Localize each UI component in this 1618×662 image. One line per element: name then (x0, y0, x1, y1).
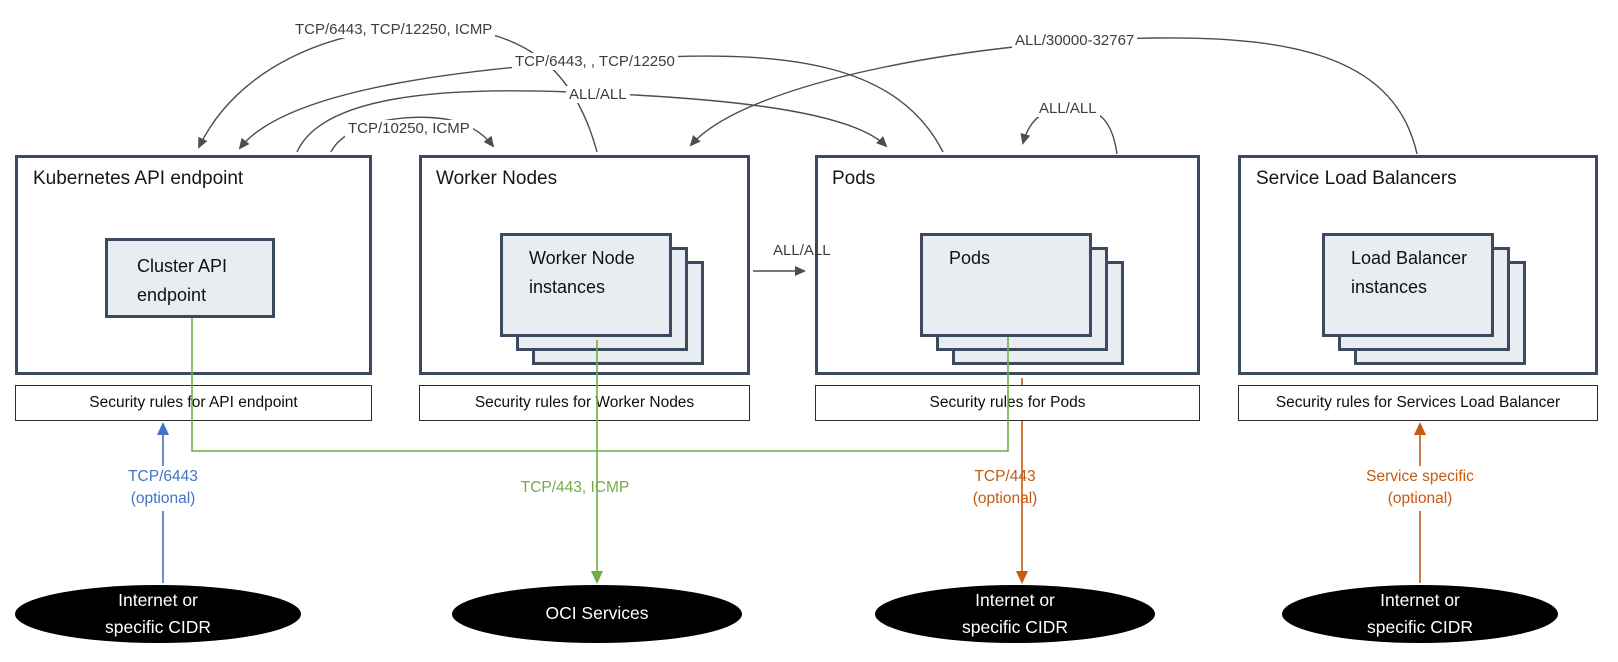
label-pods-to-api: TCP/6443, , TCP/12250 (512, 53, 678, 70)
load-balancer-instances-stack: Load Balancer instances (1322, 233, 1526, 365)
label-slb-to-worker: ALL/30000-32767 (1012, 32, 1138, 49)
worker-node-instances-stack: Worker Node instances (500, 233, 704, 365)
cluster-api-endpoint-box: Cluster API endpoint (105, 238, 275, 318)
label-api-ingress: TCP/6443 (optional) (93, 466, 233, 511)
arc-pods-to-api (238, 55, 944, 153)
arc-slb-to-worker (689, 37, 1418, 155)
label-api-to-worker: TCP/10250, ICMP (345, 120, 473, 137)
label-api-to-pods: ALL/ALL (566, 86, 630, 103)
endpoint-internet-cidr-pods: Internet or specific CIDR (875, 585, 1155, 643)
endpoint-internet-cidr-api: Internet or specific CIDR (15, 585, 301, 643)
label-worker-to-pods: ALL/ALL (773, 242, 831, 259)
label-worker-to-api: TCP/6443, TCP/12250, ICMP (292, 21, 496, 38)
security-rules-services-load-balancer: Security rules for Services Load Balance… (1238, 385, 1598, 421)
worker-node-instances-label: Worker Node instances (529, 248, 635, 297)
label-pods-egress: TCP/443 (optional) (972, 468, 1038, 508)
load-balancer-instances-label: Load Balancer instances (1351, 248, 1468, 297)
security-rules-api-endpoint: Security rules for API endpoint (15, 385, 372, 421)
box-title-kubernetes-api-endpoint: Kubernetes API endpoint (33, 168, 244, 189)
box-title-pods: Pods (832, 168, 876, 189)
security-rules-worker-nodes: Security rules for Worker Nodes (419, 385, 750, 421)
box-title-service-load-balancers: Service Load Balancers (1256, 168, 1457, 189)
label-slb-ingress: Service specific (optional) (1340, 466, 1500, 511)
label-worker-egress: TCP/443, ICMP (520, 479, 630, 496)
label-pods-self: ALL/ALL (1036, 100, 1100, 117)
endpoint-internet-cidr-slb: Internet or specific CIDR (1282, 585, 1558, 643)
box-title-worker-nodes: Worker Nodes (436, 168, 558, 189)
endpoint-oci-services: OCI Services (452, 585, 742, 643)
pods-instances-stack: Pods (920, 233, 1124, 365)
security-rules-pods: Security rules for Pods (815, 385, 1200, 421)
pods-instances-label: Pods (949, 248, 991, 268)
stack-layer (1322, 233, 1494, 337)
